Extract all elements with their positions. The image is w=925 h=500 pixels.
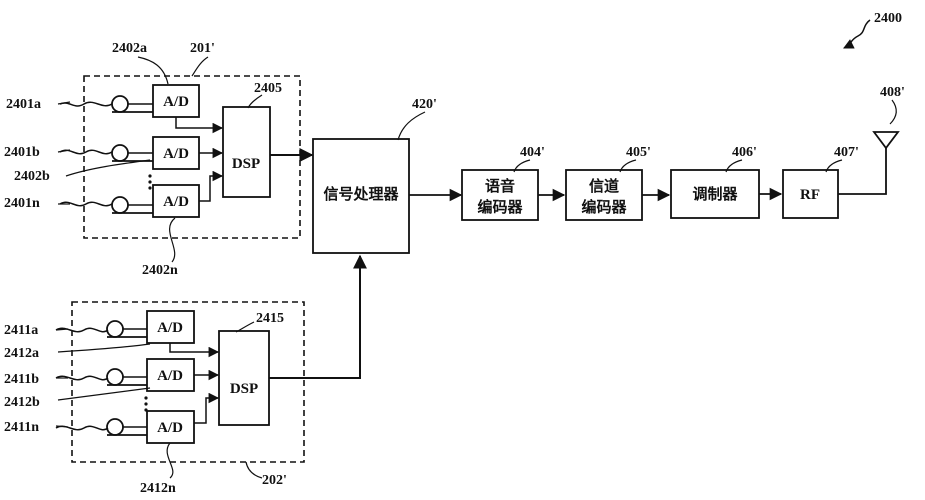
ad-label: A/D	[163, 194, 189, 210]
ad-converter-2412a: A/D	[146, 310, 195, 344]
ref-405: 405'	[626, 145, 651, 160]
ref-2401b: 2401b	[4, 145, 40, 160]
ref-2415: 2415	[256, 311, 284, 326]
ref-2412b: 2412b	[4, 395, 40, 410]
ad-label: A/D	[157, 420, 183, 436]
signal-processor-420: 信号处理器	[312, 138, 410, 254]
ref-407: 407'	[834, 145, 859, 160]
dsp-label: DSP	[230, 381, 258, 397]
ref-2402b: 2402b	[14, 169, 50, 184]
ref-2412n: 2412n	[140, 481, 176, 496]
ref-2402a: 2402a	[112, 41, 147, 56]
channel-encoder-label-line2: 编码器	[581, 198, 627, 216]
ref-2411n: 2411n	[4, 420, 39, 435]
ad-label: A/D	[157, 368, 183, 384]
antenna-icon-408	[838, 131, 900, 195]
speech-encoder-404: 语音 编码器	[461, 169, 539, 221]
mic-group-bottom-boundary	[71, 301, 305, 463]
signal-processor-label: 信号处理器	[323, 185, 399, 203]
dsp-label: DSP	[232, 156, 260, 172]
ad-converter-2402n: A/D	[152, 184, 200, 218]
rf-stage-407: RF	[782, 169, 839, 219]
ref-2402n: 2402n	[142, 263, 178, 278]
channel-encoder-405: 信道 编码器	[565, 169, 643, 221]
ref-406: 406'	[732, 145, 757, 160]
ad-label: A/D	[163, 146, 189, 162]
ref-408: 408'	[880, 85, 905, 100]
ref-420: 420'	[412, 97, 437, 112]
dsp-2415: DSP	[218, 330, 270, 426]
channel-encoder-label-line1: 信道	[589, 177, 619, 195]
microphone-icon-2401a	[59, 95, 153, 113]
group-label-202: 202'	[262, 473, 287, 488]
speech-encoder-label-line2: 编码器	[477, 198, 523, 216]
ad-converter-2402b: A/D	[152, 136, 200, 170]
ad-converter-2412b: A/D	[146, 358, 195, 392]
group-label-201: 201'	[190, 41, 215, 56]
figure-number: 2400	[874, 11, 902, 26]
ad-converter-2402a: A/D	[152, 84, 200, 118]
continuation-dots-top	[148, 174, 152, 190]
continuation-dots-bottom	[144, 396, 148, 412]
connector-ad-2412n-to-dsp	[194, 392, 220, 424]
connector-dsp-bottom-to-signal-processor	[269, 254, 367, 379]
figure-number-arrow	[843, 19, 871, 49]
ad-label: A/D	[157, 320, 183, 336]
ref-2405: 2405	[254, 81, 282, 96]
ref-2412a: 2412a	[4, 346, 39, 361]
microphone-icon-2411a	[55, 320, 147, 338]
mic-group-top-boundary	[83, 75, 301, 239]
leader-lines	[55, 56, 897, 479]
ref-2401n: 2401n	[4, 196, 40, 211]
microphone-icon-2411n	[55, 418, 147, 436]
modulator-label: 调制器	[692, 185, 738, 203]
microphone-icon-2411b	[55, 368, 147, 386]
modulator-406: 调制器	[670, 169, 760, 219]
ref-2411a: 2411a	[4, 323, 38, 338]
speech-encoder-label-line1: 语音	[485, 177, 515, 195]
ref-404: 404'	[520, 145, 545, 160]
connector-ad-2412a-to-dsp	[169, 343, 220, 358]
microphone-icon-2401b	[59, 144, 153, 162]
connector-ad-a-to-dsp	[175, 117, 224, 134]
ref-2401a: 2401a	[6, 97, 41, 112]
rf-label: RF	[800, 187, 820, 203]
ad-label: A/D	[163, 94, 189, 110]
connector-ad-n-to-dsp	[199, 170, 224, 202]
microphone-icon-2401n	[59, 196, 153, 214]
ad-converter-2412n: A/D	[146, 410, 195, 444]
ref-2411b: 2411b	[4, 372, 39, 387]
dsp-2405: DSP	[222, 106, 271, 198]
